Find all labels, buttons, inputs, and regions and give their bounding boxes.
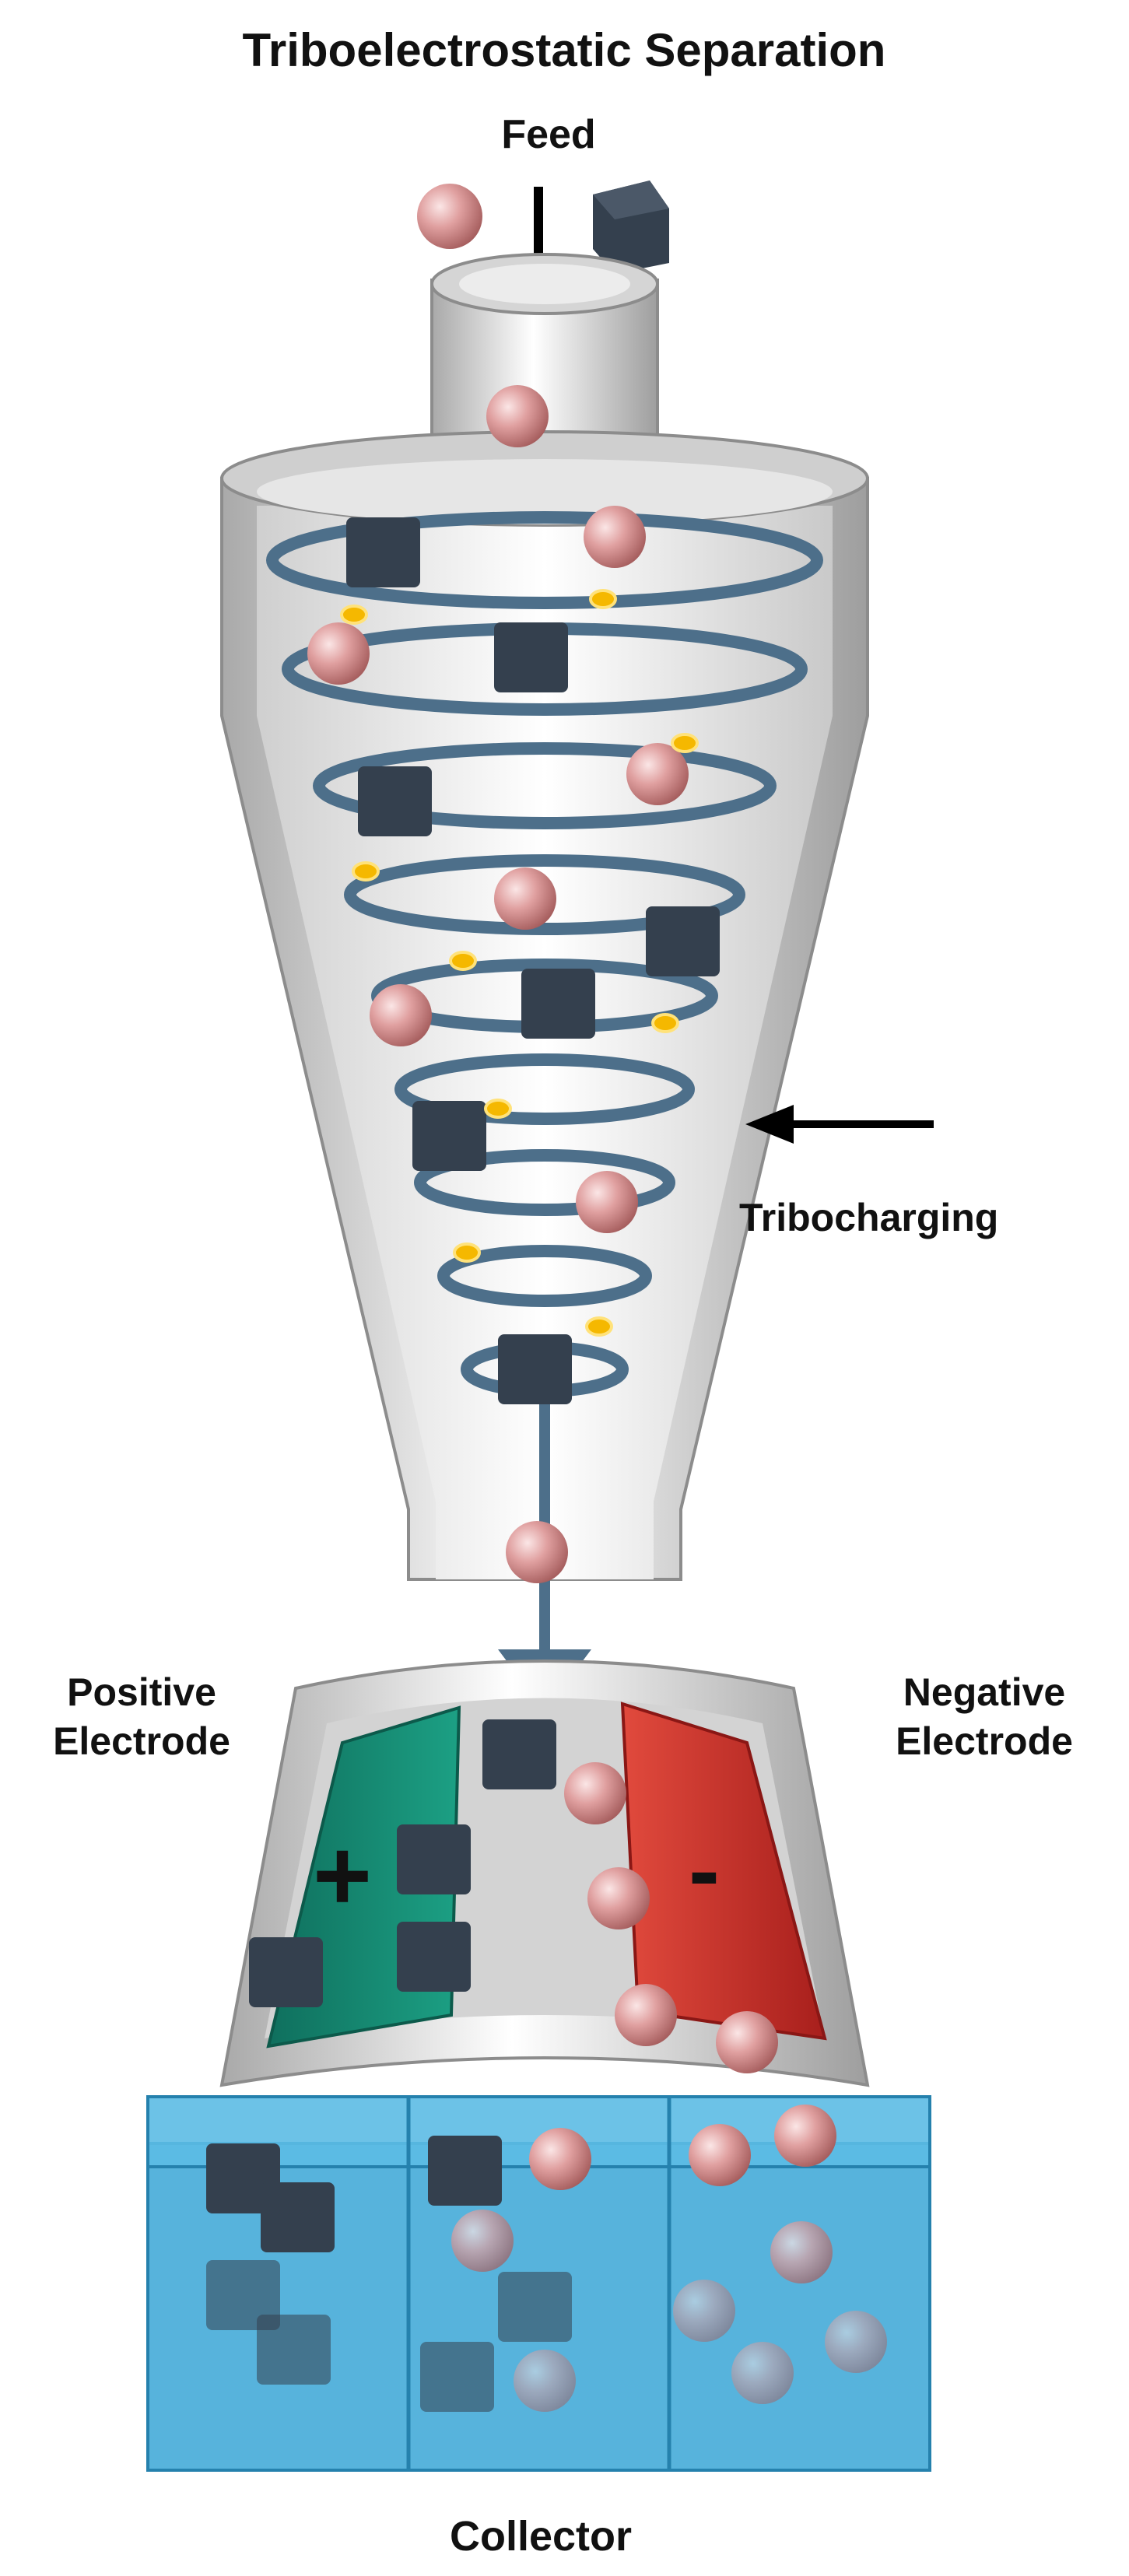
- positive-electrode-label-line2: Electrode: [53, 1719, 230, 1763]
- separator-particles: [249, 1719, 778, 2073]
- particle-sphere: [451, 2210, 514, 2272]
- particle-cube: [482, 1719, 556, 1789]
- feed-label: Feed: [501, 112, 595, 157]
- particle-sphere: [370, 984, 432, 1046]
- particle-sphere: [626, 743, 689, 805]
- tribocharging-arrow: [745, 1105, 934, 1144]
- particle-cube: [358, 766, 432, 836]
- coil-particles: [307, 385, 720, 1583]
- particle-cube: [206, 2260, 280, 2330]
- particle-sphere: [716, 2011, 778, 2073]
- particle-cube: [412, 1101, 486, 1171]
- particle-sphere: [673, 2280, 735, 2342]
- feed-particle-sphere: [417, 184, 482, 249]
- diagram-title: Triboelectrostatic Separation: [243, 24, 886, 76]
- particle-sphere: [529, 2128, 591, 2190]
- particle-sphere: [506, 1521, 568, 1583]
- particle-cube: [498, 2272, 572, 2342]
- particle-cube: [494, 622, 568, 692]
- collected-particles: [206, 2105, 887, 2412]
- positive-electrode-label-line1: Positive: [67, 1670, 216, 1714]
- negative-electrode-label-line1: Negative: [903, 1670, 1065, 1714]
- particle-sphere: [584, 506, 646, 568]
- particle-sphere: [587, 1867, 650, 1929]
- positive-sign: +: [313, 1818, 372, 1932]
- particle-cube: [257, 2315, 331, 2385]
- particle-cube: [346, 517, 420, 587]
- particle-sphere: [731, 2342, 794, 2404]
- particle-sphere: [689, 2124, 751, 2186]
- particle-cube: [498, 1334, 572, 1404]
- charge-sparks: [340, 589, 699, 1337]
- particle-sphere: [486, 385, 549, 447]
- collector-label: Collector: [450, 2513, 632, 2560]
- particle-cube: [397, 1922, 471, 1992]
- negative-sign: -: [689, 1818, 720, 1922]
- particle-cube: [261, 2182, 335, 2252]
- feed-particle-cube: [593, 180, 669, 274]
- particle-cube: [521, 969, 595, 1039]
- particle-sphere: [770, 2221, 833, 2283]
- particle-cube: [397, 1824, 471, 1894]
- particle-sphere: [494, 867, 556, 930]
- particle-cube: [646, 906, 720, 976]
- particle-sphere: [514, 2350, 576, 2412]
- particle-sphere: [774, 2105, 836, 2167]
- negative-electrode-label-line2: Electrode: [896, 1719, 1073, 1763]
- particle-sphere: [615, 1984, 677, 2046]
- particle-sphere: [564, 1762, 626, 1824]
- particle-sphere: [576, 1171, 638, 1233]
- particle-cube: [249, 1937, 323, 2007]
- particle-cube: [428, 2136, 502, 2206]
- particle-cube: [420, 2342, 494, 2412]
- particle-sphere: [307, 622, 370, 685]
- tribocharging-label: Tribocharging: [739, 1196, 998, 1239]
- particle-sphere: [825, 2311, 887, 2373]
